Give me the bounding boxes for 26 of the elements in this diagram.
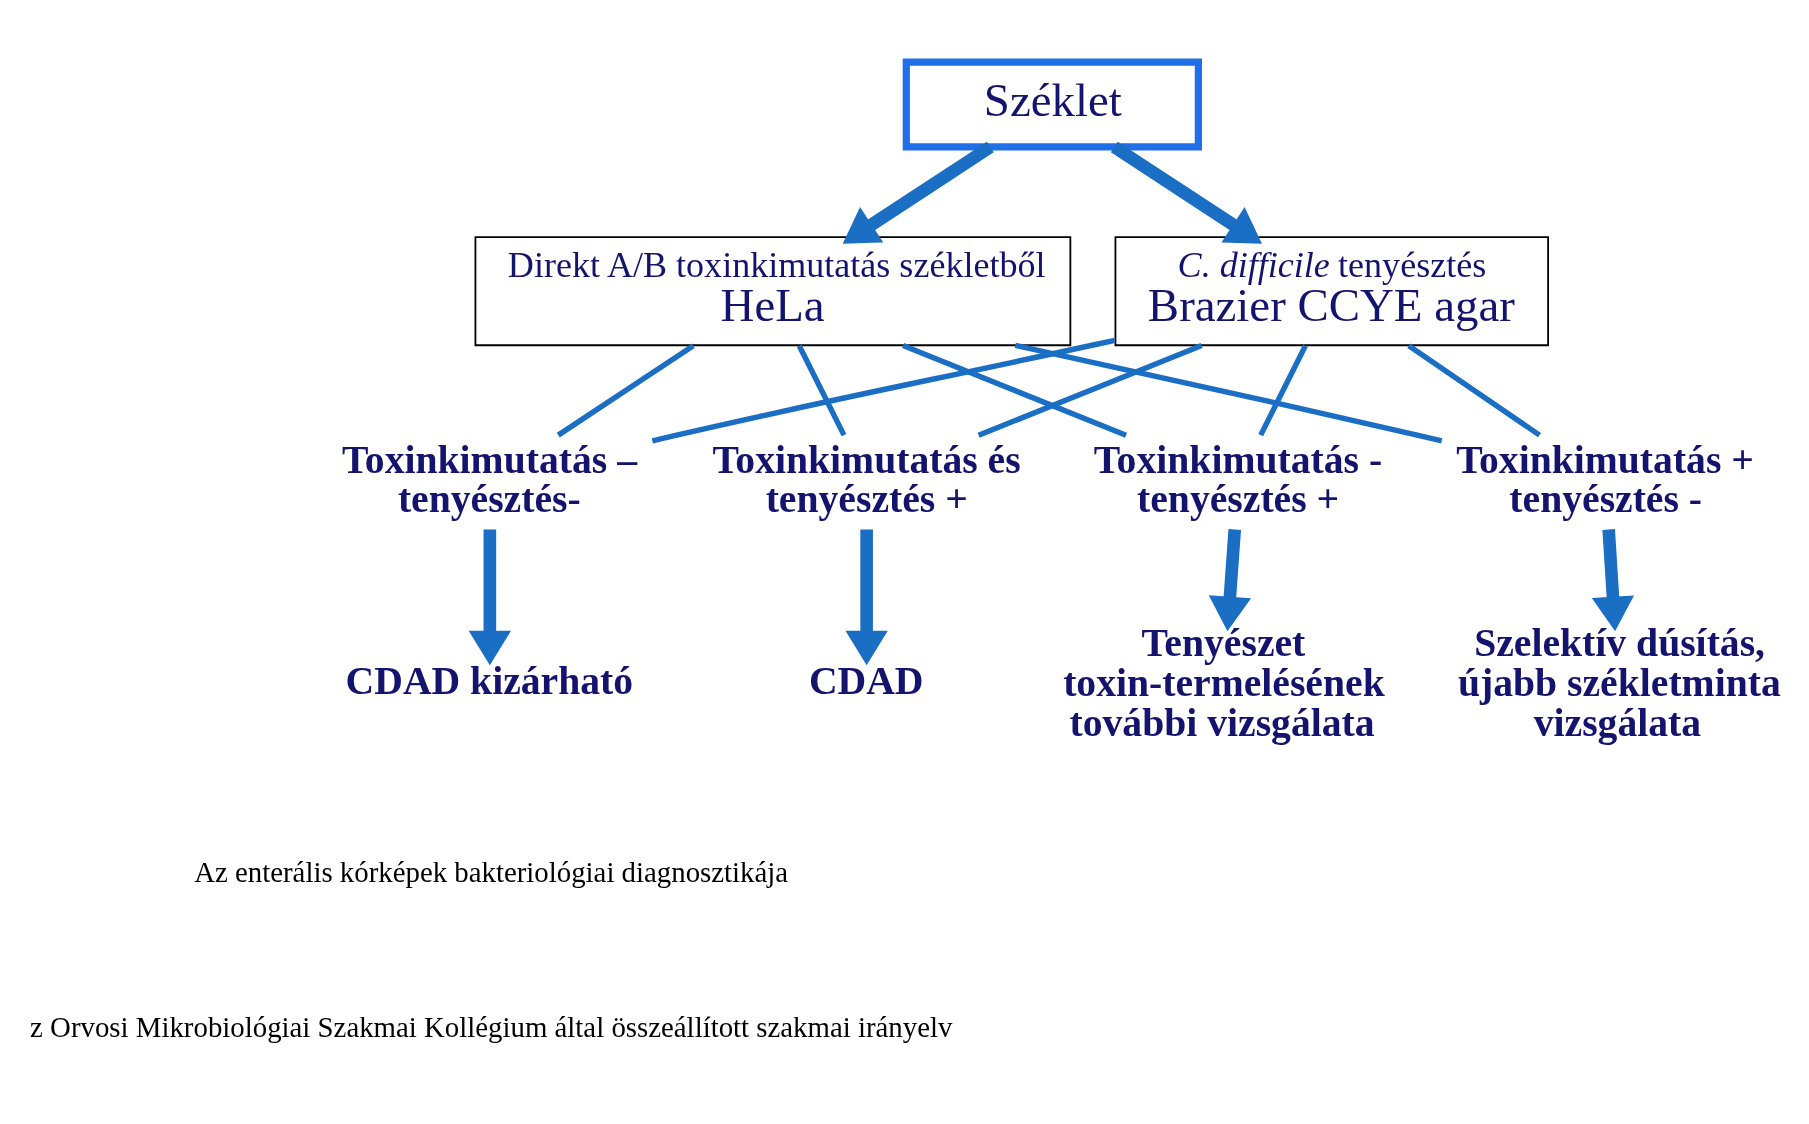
connector: [556, 342, 695, 437]
node-box: Széklet: [902, 58, 1202, 151]
node-text: CDAD kizárható: [345, 658, 634, 703]
label: Az enterális kórképek bakteriológiai diagnosztikája: [194, 855, 789, 888]
node-text: Toxinkimutatás - tenyésztés +: [1093, 437, 1383, 521]
arrow: [1208, 528, 1252, 631]
label: z Orvosi Mikrobiológiai Szakmai Kollégium által összeállított szakmai irányelv: [30, 1010, 953, 1043]
node-text: Tenyészet toxin-termelésének további vizsgálata: [1063, 620, 1385, 745]
node-box: C. difficile tenyésztés Brazier CCYE agar: [1114, 235, 1549, 346]
arrow: [1591, 528, 1635, 631]
node-text: Toxinkimutatás – tenyésztés-: [342, 437, 637, 521]
node-text: Toxinkimutatás és tenyésztés +: [712, 437, 1021, 521]
connector: [902, 342, 1128, 438]
connector: [651, 337, 1116, 443]
connector: [1258, 344, 1308, 436]
connector: [1407, 343, 1542, 437]
node-text: Toxinkimutatás + tenyésztés -: [1456, 437, 1754, 521]
node-text: Szelektív dúsítás, újabb székletminta vizsgálata: [1457, 620, 1781, 745]
arrow: [1110, 141, 1262, 244]
arrow: [468, 529, 512, 665]
node-box: Direkt A/B toxinkimutatás székletből HeLa: [474, 235, 1072, 346]
connector: [796, 344, 847, 436]
node-text: CDAD: [808, 658, 924, 703]
connector: [1014, 342, 1443, 443]
arrow: [842, 141, 994, 244]
arrow: [845, 529, 888, 665]
